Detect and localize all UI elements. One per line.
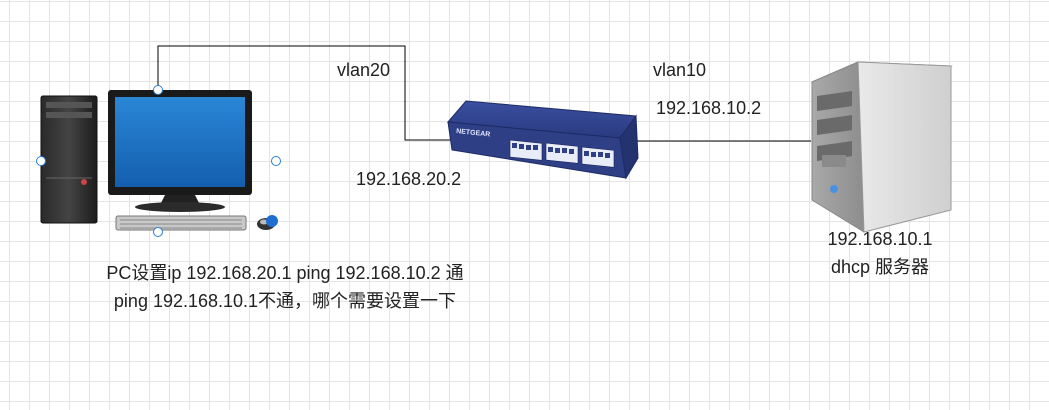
selection-handle-left[interactable] <box>36 156 46 166</box>
question-line-2: ping 192.168.10.1不通，哪个需要设置一下 <box>113 291 457 311</box>
rotate-handle[interactable] <box>266 215 278 227</box>
switch-brand-text: NETGEAR <box>456 128 491 139</box>
tower-server-icon[interactable] <box>811 61 953 233</box>
network-switch-icon[interactable]: NETGEAR <box>446 100 639 180</box>
selection-handle-bottom[interactable] <box>153 227 163 237</box>
selection-handle-top[interactable] <box>153 85 163 95</box>
server-ip-label: 192.168.10.1 <box>827 229 933 249</box>
switch-port-grid <box>512 143 610 158</box>
server-role-label: dhcp 服务器 <box>830 257 930 277</box>
selection-handle-right[interactable] <box>271 156 281 166</box>
switch-server-side-ip-label: 192.168.10.2 <box>656 98 762 118</box>
question-line-1: PC设置ip 192.168.20.1 ping 192.168.10.2 通 <box>106 263 464 283</box>
desktop-computer-icon[interactable] <box>108 90 252 212</box>
vlan20-label: vlan20 <box>337 60 391 80</box>
pc-tower-icon[interactable] <box>40 95 98 224</box>
vlan10-label: vlan10 <box>653 60 707 80</box>
connector-pc-to-switch[interactable] <box>157 45 460 141</box>
switch-pc-side-ip-label: 192.168.20.2 <box>356 169 462 189</box>
keyboard-icon <box>115 215 247 231</box>
